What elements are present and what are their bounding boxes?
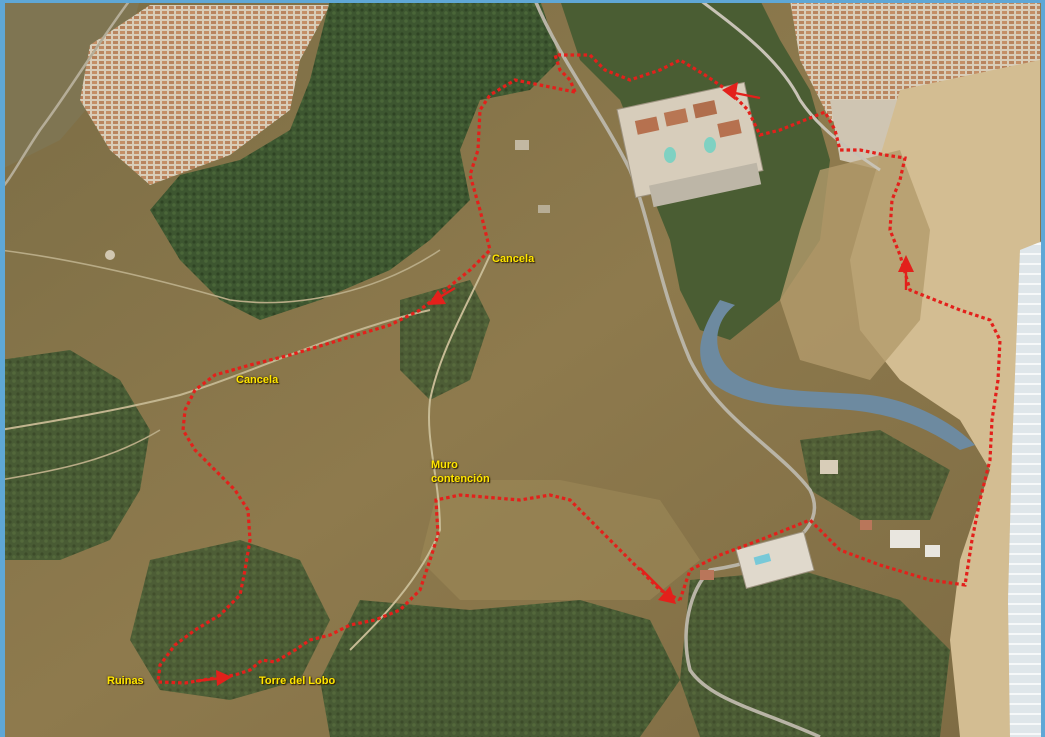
frame-edge-left [0,0,5,737]
label-cancela-west: Cancela [236,374,279,386]
forest-south-centre [320,600,680,737]
town-north-west [80,5,330,185]
forest-hill-east [800,430,950,520]
arrow-icon [195,670,232,686]
label-torre-del-lobo: Torre del Lobo [259,675,336,687]
track-west [0,309,431,431]
track-south-west [0,429,161,481]
label-cancela-north: Cancela [492,253,535,265]
route-central [156,78,681,685]
arrow-icon [898,255,914,290]
frame-edge-top [0,0,1045,3]
parking-lot [649,162,762,208]
forest-south-east [680,570,950,737]
meadow-south [420,480,700,600]
label-ruinas: Ruinas [107,675,144,687]
track-central [349,254,491,651]
ruins-structure [515,140,529,150]
road-north-east [699,0,881,172]
sea-surf [1008,240,1045,737]
compound-south-east [735,531,815,589]
label-muro-line2: contención [431,473,490,485]
arrow-icon [639,567,676,604]
forest-west [0,350,150,560]
hiking-route [156,53,1002,685]
route-north-loop [552,53,1002,601]
forest-central-strip [400,280,490,400]
river [700,300,975,450]
forest-central-north [150,0,560,320]
arrow-icon [428,286,456,305]
road-main [533,0,821,737]
label-muro-line1: Muro [431,459,458,471]
track-north-west [0,249,441,304]
arrow-icon [722,82,761,100]
frame-edge-right [1041,0,1045,737]
road-north-west [0,0,132,191]
